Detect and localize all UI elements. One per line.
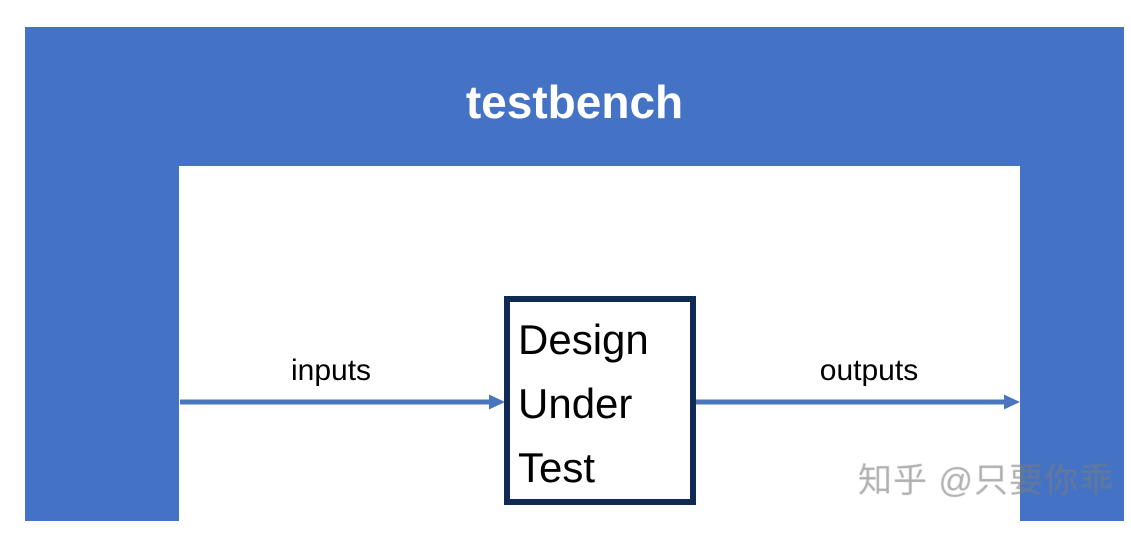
testbench-inner-canvas: inputs outputs Design Under Test (179, 166, 1020, 560)
testbench-title: testbench (465, 76, 684, 128)
inputs-arrow-glyph (180, 394, 505, 410)
outputs-arrow (695, 391, 1020, 413)
watermark-text: 知乎 @只要你乖 (0, 6, 117, 23)
outputs-label: outputs (819, 354, 919, 387)
zhihu-watermark-overlay: 知乎 @只要你乖 (0, 0, 1131, 24)
design-under-test-block: Design Under Test (504, 296, 696, 505)
inputs-label: inputs (290, 354, 372, 387)
outputs-arrow-glyph (695, 394, 1020, 410)
testbench-container: testbench inputs outputs Design Under Te… (25, 27, 1124, 560)
design-under-test-label: Design Under Test (518, 316, 649, 491)
inputs-arrow (180, 391, 505, 413)
